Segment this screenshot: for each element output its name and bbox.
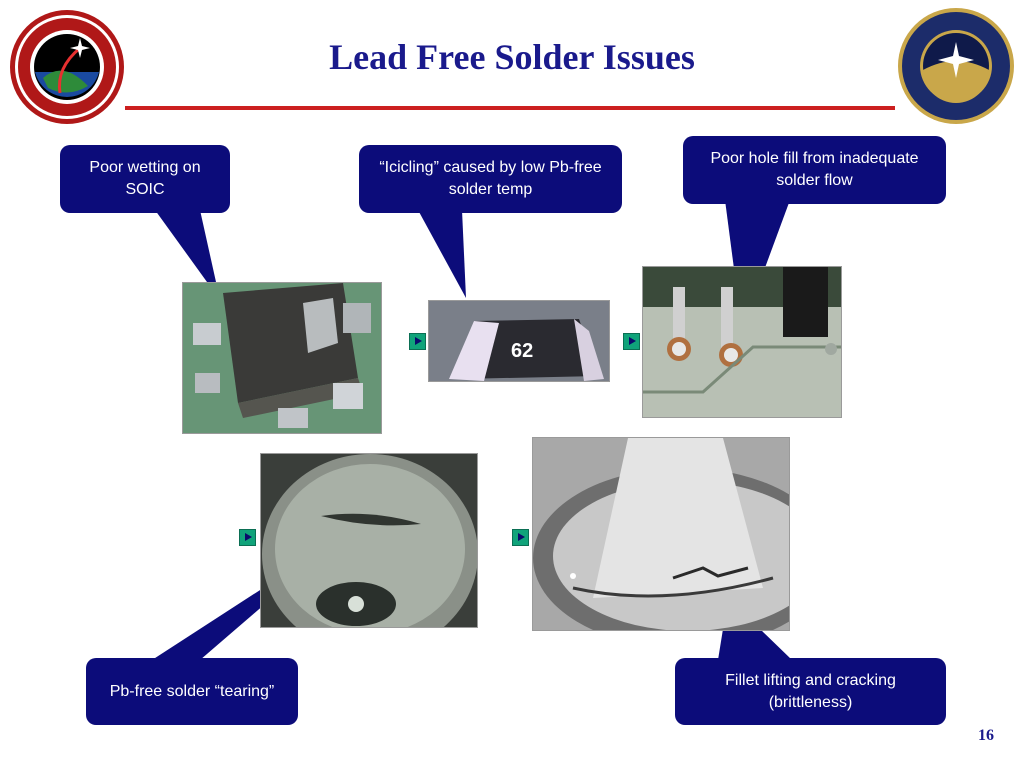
play-arrow-icon[interactable] [512,529,529,546]
title-underline [125,106,895,110]
callout-poor-hole-fill: Poor hole fill from inadequate solder fl… [683,136,946,204]
play-arrow-icon[interactable] [409,333,426,350]
callout-fillet-lifting: Fillet lifting and cracking (brittleness… [675,658,946,725]
mda-logo-left [10,10,124,124]
resistor-marking: 62 [511,340,533,362]
play-arrow-icon[interactable] [623,333,640,350]
photo-fillet-lifting [532,437,790,631]
photo-soic-wetting [182,282,382,434]
play-arrow-icon[interactable] [239,529,256,546]
photo-solder-tearing [260,453,478,628]
page-number: 16 [978,727,994,744]
callout-poor-wetting: Poor wetting on SOIC [60,145,230,213]
slide-title: Lead Free Solder Issues [329,37,695,77]
photo-icicling-resistor: 62 [428,300,610,382]
photo-hole-fill [642,266,842,418]
mission-assurance-logo-right [898,8,1014,124]
callout-solder-tearing: Pb-free solder “tearing” [86,658,298,725]
callout-icicling: “Icicling” caused by low Pb-free solder … [359,145,622,213]
